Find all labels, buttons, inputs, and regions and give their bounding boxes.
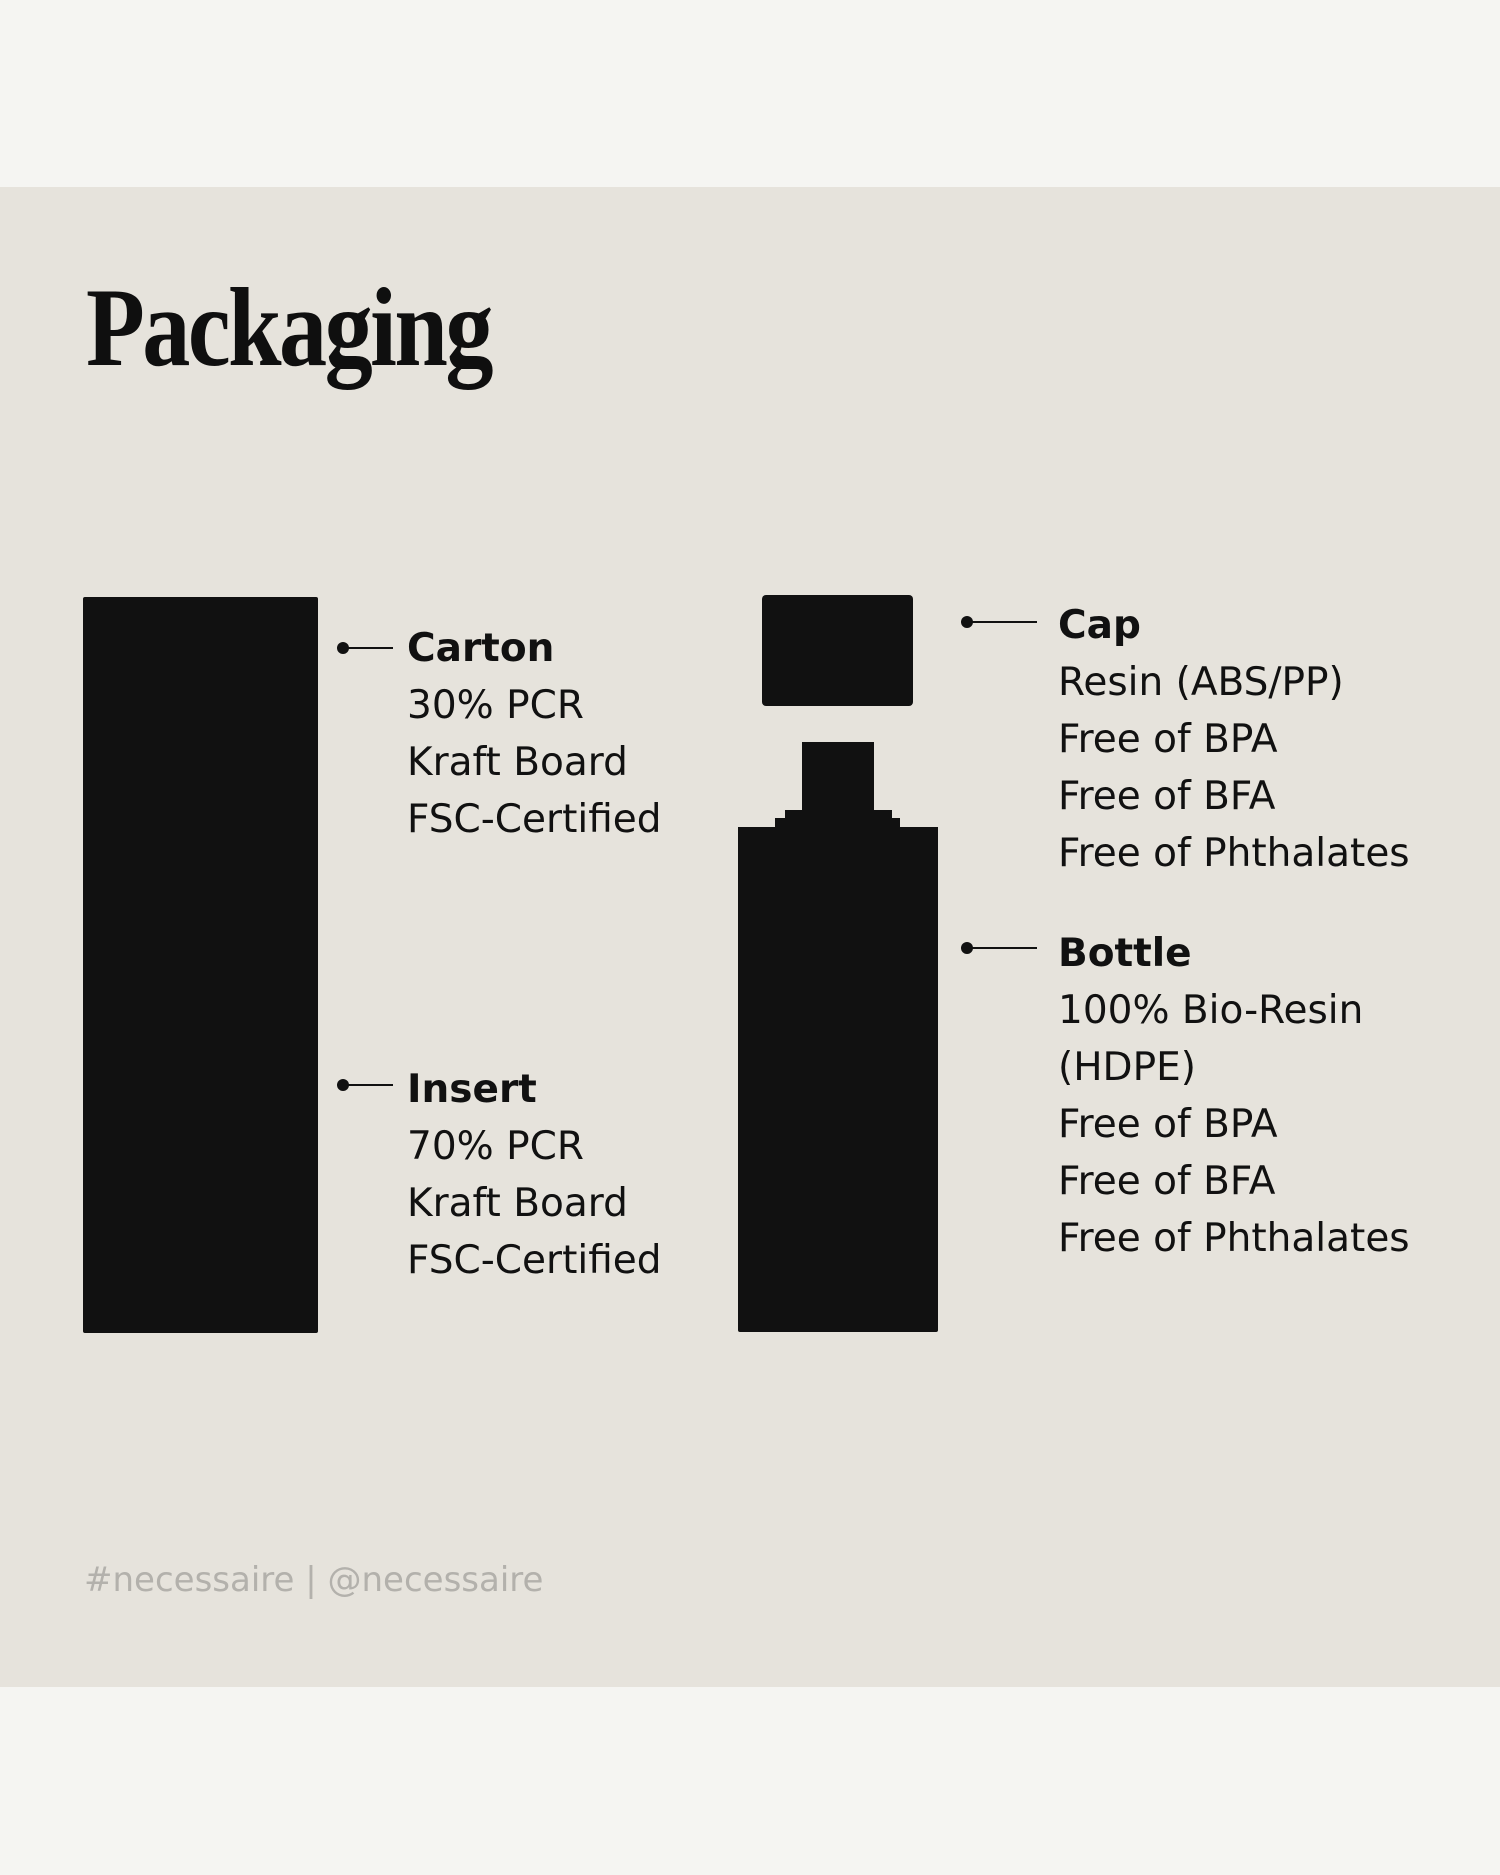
leader-line: [343, 1084, 393, 1086]
bottle-spec: Free of Phthalates: [1058, 1216, 1410, 1261]
carton-spec: FSC-Certified: [407, 797, 662, 842]
leader-line: [343, 647, 393, 649]
cap-spec: Free of BFA: [1058, 774, 1276, 819]
page-title: Packaging: [86, 266, 493, 390]
insert-spec: FSC-Certified: [407, 1238, 662, 1283]
cap-label: Cap Resin (ABS/PP) Free of BPA Free of B…: [1058, 597, 1410, 882]
cap-spec: Resin (ABS/PP): [1058, 660, 1344, 705]
insert-heading: Insert: [407, 1067, 537, 1112]
carton-heading: Carton: [407, 626, 555, 671]
cap-spec: Free of Phthalates: [1058, 831, 1410, 876]
bottle-label: Bottle 100% Bio-Resin (HDPE) Free of BPA…: [1058, 925, 1410, 1267]
leader-line: [967, 947, 1037, 949]
cap-heading: Cap: [1058, 603, 1141, 648]
bottle-spec: (HDPE): [1058, 1045, 1196, 1090]
bottle-heading: Bottle: [1058, 931, 1192, 976]
footer-hashtag-handle: #necessaire | @necessaire: [84, 1560, 544, 1600]
bottle-spec: 100% Bio-Resin: [1058, 988, 1364, 1033]
bottle-spec: Free of BPA: [1058, 1102, 1278, 1147]
insert-spec: 70% PCR: [407, 1124, 584, 1169]
bottle-body-illustration: [738, 827, 938, 1332]
carton-spec: Kraft Board: [407, 740, 628, 785]
bottle-spec: Free of BFA: [1058, 1159, 1276, 1204]
cap-spec: Free of BPA: [1058, 717, 1278, 762]
carton-spec: 30% PCR: [407, 683, 584, 728]
cap-illustration: [762, 595, 913, 706]
carton-label: Carton 30% PCR Kraft Board FSC-Certified: [407, 620, 662, 848]
carton-illustration: [83, 597, 318, 1333]
leader-line: [967, 621, 1037, 623]
insert-label: Insert 70% PCR Kraft Board FSC-Certified: [407, 1061, 662, 1289]
insert-spec: Kraft Board: [407, 1181, 628, 1226]
